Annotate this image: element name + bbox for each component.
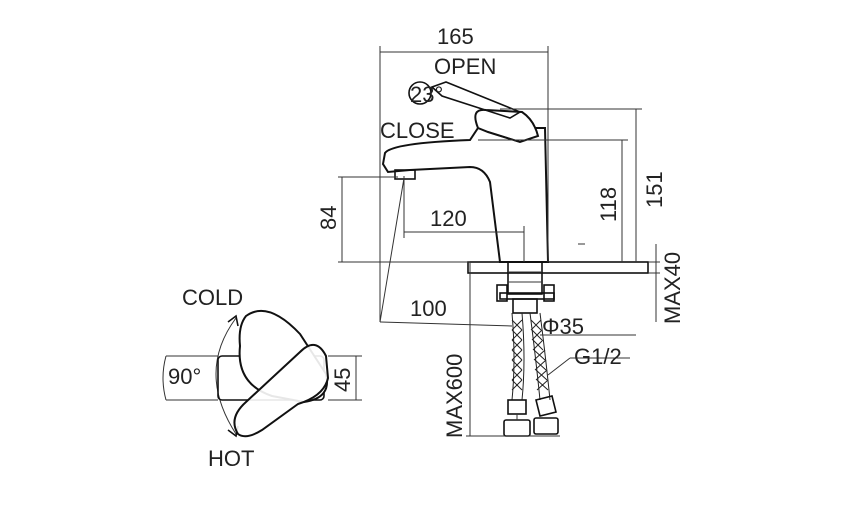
deck-plate: [467, 261, 649, 274]
label-base-diameter: Φ35: [542, 314, 584, 339]
open-lever: [430, 81, 522, 119]
label-height-total: 151: [642, 171, 667, 208]
handle-lever-hot: [233, 344, 330, 438]
label-max-deck: MAX40: [660, 252, 685, 324]
aerator: [394, 169, 416, 180]
label-handle-width: 45: [330, 368, 355, 392]
handle-top-view: [162, 309, 362, 438]
lever-pivot: [408, 81, 432, 105]
label-base-offset: 100: [410, 296, 447, 321]
label-open: OPEN: [434, 54, 496, 79]
mounting-assembly: [496, 261, 559, 437]
hose-nut-left: [503, 419, 531, 437]
label-height-spout-top: 118: [596, 187, 621, 222]
label-cold: COLD: [182, 285, 243, 310]
dimension-lines: [338, 46, 660, 437]
faucet-side-view: [381, 81, 649, 274]
label-hot: HOT: [208, 446, 254, 471]
label-lever-angle: 23°: [410, 82, 443, 107]
label-width-total: 165: [437, 24, 474, 49]
handle-lever: [474, 108, 540, 144]
mounting-shank: [507, 261, 543, 295]
faucet-body: [381, 127, 550, 263]
label-rotation: 90°: [168, 364, 201, 389]
hose-nut-right: [533, 417, 559, 435]
label-spout-reach: 120: [430, 206, 467, 231]
label-spout-height: 84: [316, 206, 341, 230]
hose-fitting-right: [535, 395, 557, 417]
right-bolt: [543, 284, 555, 302]
label-hose-length: MAX600: [442, 354, 467, 438]
rotation-arc: [215, 317, 237, 435]
label-thread: G1/2: [574, 344, 622, 369]
left-bolt: [496, 284, 508, 302]
label-close: CLOSE: [380, 118, 455, 143]
hose-fitting-left: [507, 399, 527, 415]
